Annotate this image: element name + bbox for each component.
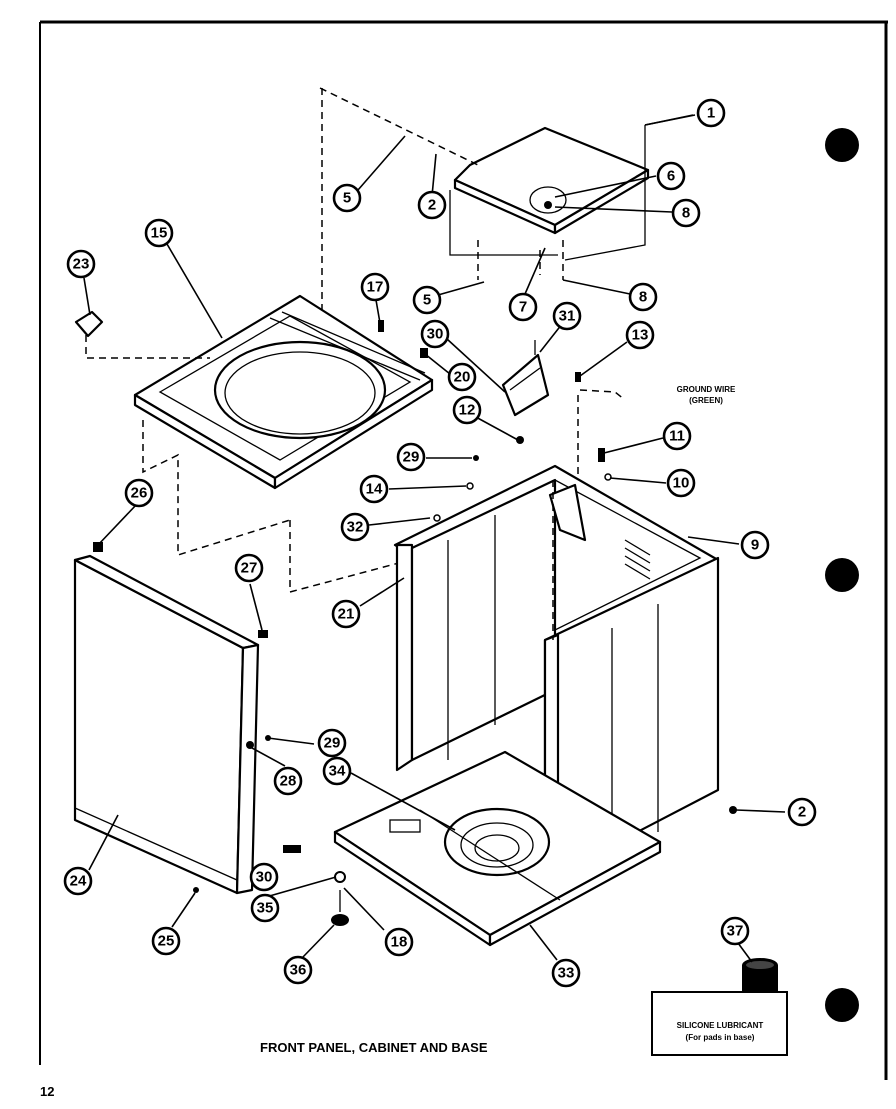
callout-9: 9 xyxy=(740,530,770,560)
svg-text:10: 10 xyxy=(673,475,690,492)
lubricant-label-box xyxy=(651,991,788,1056)
svg-text:26: 26 xyxy=(131,485,148,502)
callout-8b: 8 xyxy=(628,282,658,312)
base xyxy=(333,750,662,947)
svg-text:12: 12 xyxy=(459,402,476,419)
svg-text:32: 32 xyxy=(347,519,364,536)
callout-27: 27 xyxy=(234,553,264,583)
callout-21: 21 xyxy=(331,599,361,629)
explode-line-top-left xyxy=(319,87,479,166)
svg-text:15: 15 xyxy=(151,225,168,242)
svg-text:37: 37 xyxy=(727,923,744,940)
svg-text:24: 24 xyxy=(70,873,87,890)
callout-28: 28 xyxy=(273,766,303,796)
callout-32: 32 xyxy=(340,512,370,542)
svg-text:8: 8 xyxy=(639,289,647,306)
binder-hole-middle xyxy=(825,558,859,592)
svg-text:5: 5 xyxy=(423,292,431,309)
svg-text:2: 2 xyxy=(798,804,806,821)
svg-text:1: 1 xyxy=(707,105,715,122)
svg-text:21: 21 xyxy=(338,606,355,623)
svg-text:14: 14 xyxy=(366,481,383,498)
callout-23: 23 xyxy=(66,249,96,279)
svg-text:7: 7 xyxy=(519,299,527,316)
svg-text:11: 11 xyxy=(669,428,685,445)
svg-text:5: 5 xyxy=(343,190,351,207)
callout-15: 15 xyxy=(144,218,174,248)
ground-wire-label-line2: (GREEN) xyxy=(689,396,723,405)
callout-8a: 8 xyxy=(671,198,701,228)
callout-36: 36 xyxy=(283,955,313,985)
callout-13: 13 xyxy=(625,320,655,350)
callout-11: 11 xyxy=(662,421,692,451)
svg-text:30: 30 xyxy=(256,869,273,886)
svg-text:6: 6 xyxy=(667,168,675,185)
svg-text:13: 13 xyxy=(632,327,649,344)
callout-35: 35 xyxy=(250,893,280,923)
svg-text:25: 25 xyxy=(158,933,175,950)
callout-20: 20 xyxy=(447,362,477,392)
callout-34: 34 xyxy=(322,756,352,786)
callout-2b: 2 xyxy=(787,797,817,827)
top-lid-assembly xyxy=(449,114,696,261)
page-number: 12 xyxy=(40,1084,54,1099)
callout-5b: 5 xyxy=(412,285,442,315)
lubricant-label-line1: SILICONE LUBRICANT xyxy=(677,1021,764,1030)
top-panel xyxy=(133,294,434,490)
callout-1: 1 xyxy=(696,98,726,128)
callout-10: 10 xyxy=(666,468,696,498)
binder-hole-top xyxy=(825,128,859,162)
bracket-30-31 xyxy=(501,353,550,417)
svg-text:28: 28 xyxy=(280,773,297,790)
callout-5a: 5 xyxy=(332,183,362,213)
diagram-caption: FRONT PANEL, CABINET AND BASE xyxy=(260,1040,488,1055)
callout-12: 12 xyxy=(452,395,482,425)
svg-text:35: 35 xyxy=(257,900,274,917)
svg-text:29: 29 xyxy=(403,449,420,466)
svg-text:27: 27 xyxy=(241,560,258,577)
svg-text:23: 23 xyxy=(73,256,90,273)
callout-30b: 30 xyxy=(249,862,279,892)
svg-text:8: 8 xyxy=(682,205,690,222)
svg-text:2: 2 xyxy=(428,197,436,214)
svg-text:30: 30 xyxy=(427,326,444,343)
callout-31: 31 xyxy=(552,301,582,331)
callout-7: 7 xyxy=(508,292,538,322)
callout-33: 33 xyxy=(551,958,581,988)
callout-17: 17 xyxy=(360,272,390,302)
svg-text:33: 33 xyxy=(558,965,575,982)
callout-2a: 2 xyxy=(417,190,447,220)
svg-text:34: 34 xyxy=(329,763,346,780)
svg-text:17: 17 xyxy=(367,279,384,296)
binder-hole-bottom xyxy=(825,988,859,1022)
callout-25: 25 xyxy=(151,926,181,956)
svg-text:9: 9 xyxy=(751,537,759,554)
callout-29a: 29 xyxy=(396,442,426,472)
callout-14: 14 xyxy=(359,474,389,504)
callout-37: 37 xyxy=(720,916,750,946)
svg-text:36: 36 xyxy=(290,962,307,979)
svg-text:20: 20 xyxy=(454,369,471,386)
svg-text:29: 29 xyxy=(324,735,341,752)
front-panel xyxy=(73,554,260,895)
callout-29b: 29 xyxy=(317,728,347,758)
svg-text:18: 18 xyxy=(391,934,408,951)
bracket-23 xyxy=(74,310,104,338)
callout-18: 18 xyxy=(384,927,414,957)
callout-26: 26 xyxy=(124,478,154,508)
svg-text:31: 31 xyxy=(559,308,576,325)
callout-24: 24 xyxy=(63,866,93,896)
lubricant-label-line2: (For pads in base) xyxy=(686,1033,755,1042)
callout-30a: 30 xyxy=(420,319,450,349)
callout-6: 6 xyxy=(656,161,686,191)
ground-wire-label-line1: GROUND WIRE xyxy=(677,385,736,394)
